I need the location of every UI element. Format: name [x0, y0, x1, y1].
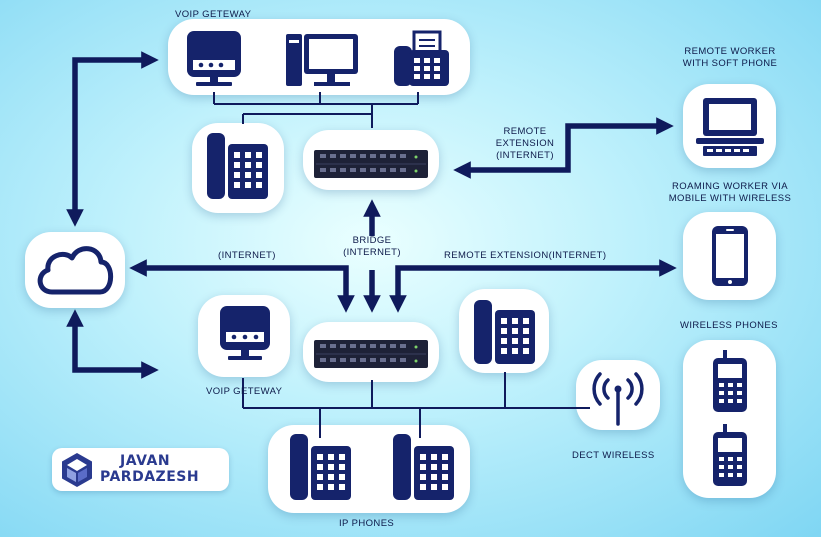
laptop-icon: [696, 98, 764, 156]
remote-worker-label-line2: WITH SOFT PHONE: [682, 58, 778, 69]
desk-phone-icon: [474, 300, 535, 364]
bottom-gateway-label: VOIP GETEWAY: [206, 386, 283, 397]
remote-extension-label: REMOTE EXTENSION (INTERNET): [480, 126, 570, 162]
remote-extension-internet-arrow: [389, 259, 677, 313]
bridge-label-line1: BRIDGE: [352, 235, 392, 246]
roaming-worker-label: ROAMING WORKER VIA MOBILE WITH WIRELESS: [655, 181, 805, 205]
remote-extension-label-line1: REMOTE: [503, 126, 547, 137]
thin-links: [213, 92, 590, 438]
cordless-phone-icon: [713, 350, 747, 412]
remote-extension-arrow: [453, 117, 674, 179]
top-gateway-label: VOIP GETEWAY: [175, 9, 252, 20]
gateway-icon: [220, 306, 270, 360]
smartphone-icon: [712, 226, 748, 286]
internet-label: (INTERNET): [218, 250, 276, 261]
desk-phone-icon: [207, 133, 268, 199]
gateway-icon: [187, 31, 241, 86]
pbx-server-icon: [314, 340, 428, 368]
pbx-server-icon: [314, 150, 428, 178]
logo-line1: JAVAN: [120, 453, 171, 469]
bridge-label: BRIDGE (INTERNET): [322, 235, 422, 259]
wireless-phones-label: WIRELESS PHONES: [680, 320, 778, 331]
bridge-label-line2: (INTERNET): [343, 247, 401, 258]
cloud-icon: [37, 246, 114, 295]
remote-worker-label-line1: REMOTE WORKER: [684, 46, 776, 57]
brand-logo: JAVAN PARDAZESH: [52, 448, 229, 491]
roaming-worker-label-line1: ROAMING WORKER VIA: [672, 181, 788, 192]
cordless-phone-icon: [713, 424, 747, 486]
remote-extension-label-line2: EXTENSION: [495, 138, 555, 149]
cloud-to-bottom-gateway-arrow: [66, 309, 159, 379]
wireless-antenna-icon: [592, 372, 644, 426]
logo-text: JAVAN PARDAZESH: [100, 453, 199, 485]
logo-line2: PARDAZESH: [100, 469, 200, 485]
fax-phone-icon: [394, 30, 449, 86]
cloud-to-top-gateway-arrow: [66, 51, 159, 227]
ip-phones-label: IP PHONES: [339, 518, 395, 529]
roaming-worker-label-line2: MOBILE WITH WIRELESS: [668, 193, 792, 204]
remote-worker-label: REMOTE WORKER WITH SOFT PHONE: [655, 46, 805, 70]
desk-phone-icon: [290, 434, 351, 500]
remote-extension-internet-label: REMOTE EXTENSION(INTERNET): [444, 250, 607, 261]
logo-emblem-icon: [62, 453, 92, 487]
computer-icon: [286, 34, 358, 86]
dect-wireless-label: DECT WIRELESS: [572, 450, 655, 461]
desk-phone-icon: [393, 434, 454, 500]
internet-cloud-arrow: [129, 259, 355, 313]
remote-extension-label-line3: (INTERNET): [496, 150, 554, 161]
